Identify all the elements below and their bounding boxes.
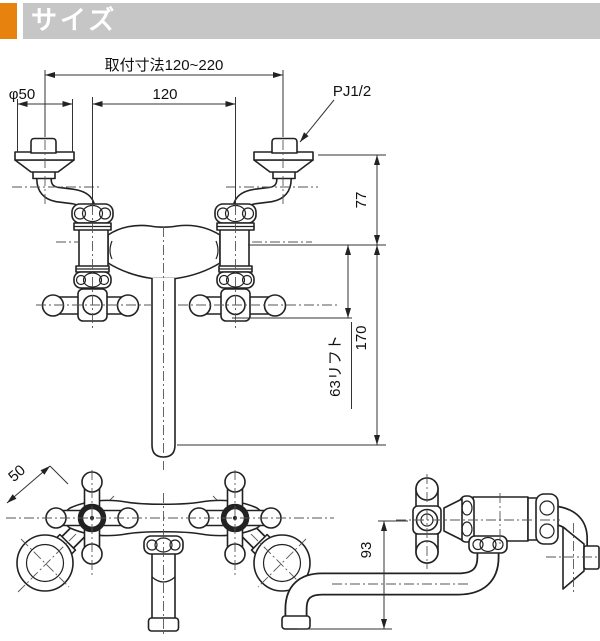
side-view: 93 [281,474,600,630]
header: サイズ [0,0,600,45]
dim-lift: 63リフト [327,335,344,397]
dim-spout-drop: 170 [353,325,370,350]
top-view: 50 [5,462,334,637]
dim-hole-pitch: 120 [152,86,177,103]
technical-drawing: 取付寸法120~220 120 φ50 PJ1/2 [5,57,600,637]
page-title: サイズ [31,6,118,35]
dim-flange-dia: φ50 [9,86,35,103]
dim-thread-label: PJ1/2 [333,83,371,100]
dim-inlet-drop: 77 [353,192,370,209]
dim-outlet-height: 93 [358,542,375,559]
front-view: 取付寸法120~220 120 φ50 PJ1/2 [9,57,386,470]
header-bar: サイズ [23,3,600,39]
dim-mount-pitch: 取付寸法120~220 [105,57,224,74]
dim-offset: 50 [5,462,29,486]
header-accent-block [0,3,17,39]
